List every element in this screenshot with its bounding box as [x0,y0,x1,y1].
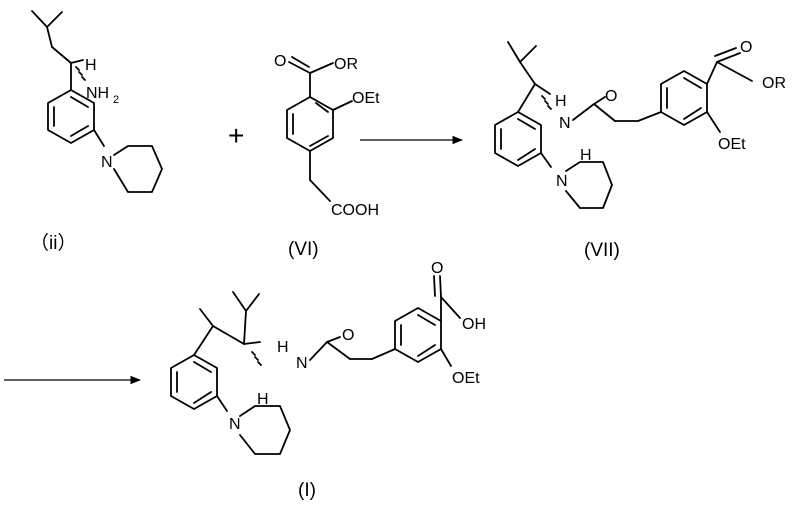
piperidine-n-label: N [556,173,568,190]
hydroxyl-label: OH [462,316,486,333]
amide-o-label: O [605,88,617,105]
plus-sign: + [228,120,244,151]
ethoxy-label: OEt [352,90,380,107]
ethoxy-label: OEt [718,136,746,153]
amide-h-label: H [580,147,592,164]
ester-or-label: OR [334,56,358,73]
compound-vii-bonds [494,41,753,209]
hydrogen-label: H [555,93,567,110]
ester-or-label: OR [762,75,786,92]
ethoxy-label: OEt [452,370,480,387]
compound-label-vi: (VI) [288,239,319,260]
hydrogen-label: H [85,57,97,74]
compound-vi-bonds [286,56,353,202]
amide-n-label: N [559,115,571,132]
compound-vii: H O N H N O OR OEt (VII) [494,39,786,261]
amine-subscript: 2 [113,94,119,106]
piperidine-n-label: N [229,416,241,433]
compound-vi: O OR OEt COOH (VI) [274,53,380,260]
carbonyl-o-label: O [274,53,286,70]
compound-label-ii: （ii） [30,232,76,254]
amide-h-label: H [257,391,269,408]
carbonyl-o-label: O [431,260,443,277]
compound-i-bonds [170,275,461,455]
amine-n-label: NH [86,85,109,102]
compound-ii-bonds [31,10,163,193]
carboxylic-acid-label: COOH [331,202,379,219]
amide-o-label: O [342,327,354,344]
compound-i: H O N H N O OH OEt (I) [170,260,486,501]
amide-n-label: N [296,355,308,372]
carbonyl-o-label: O [740,39,752,56]
compound-label-vii: (VII) [584,240,620,261]
piperidine-n-label: N [101,154,113,171]
compound-ii: H NH 2 N （ii） [30,10,163,254]
compound-label-i: (I) [298,480,316,501]
hydrogen-label: H [277,339,289,356]
